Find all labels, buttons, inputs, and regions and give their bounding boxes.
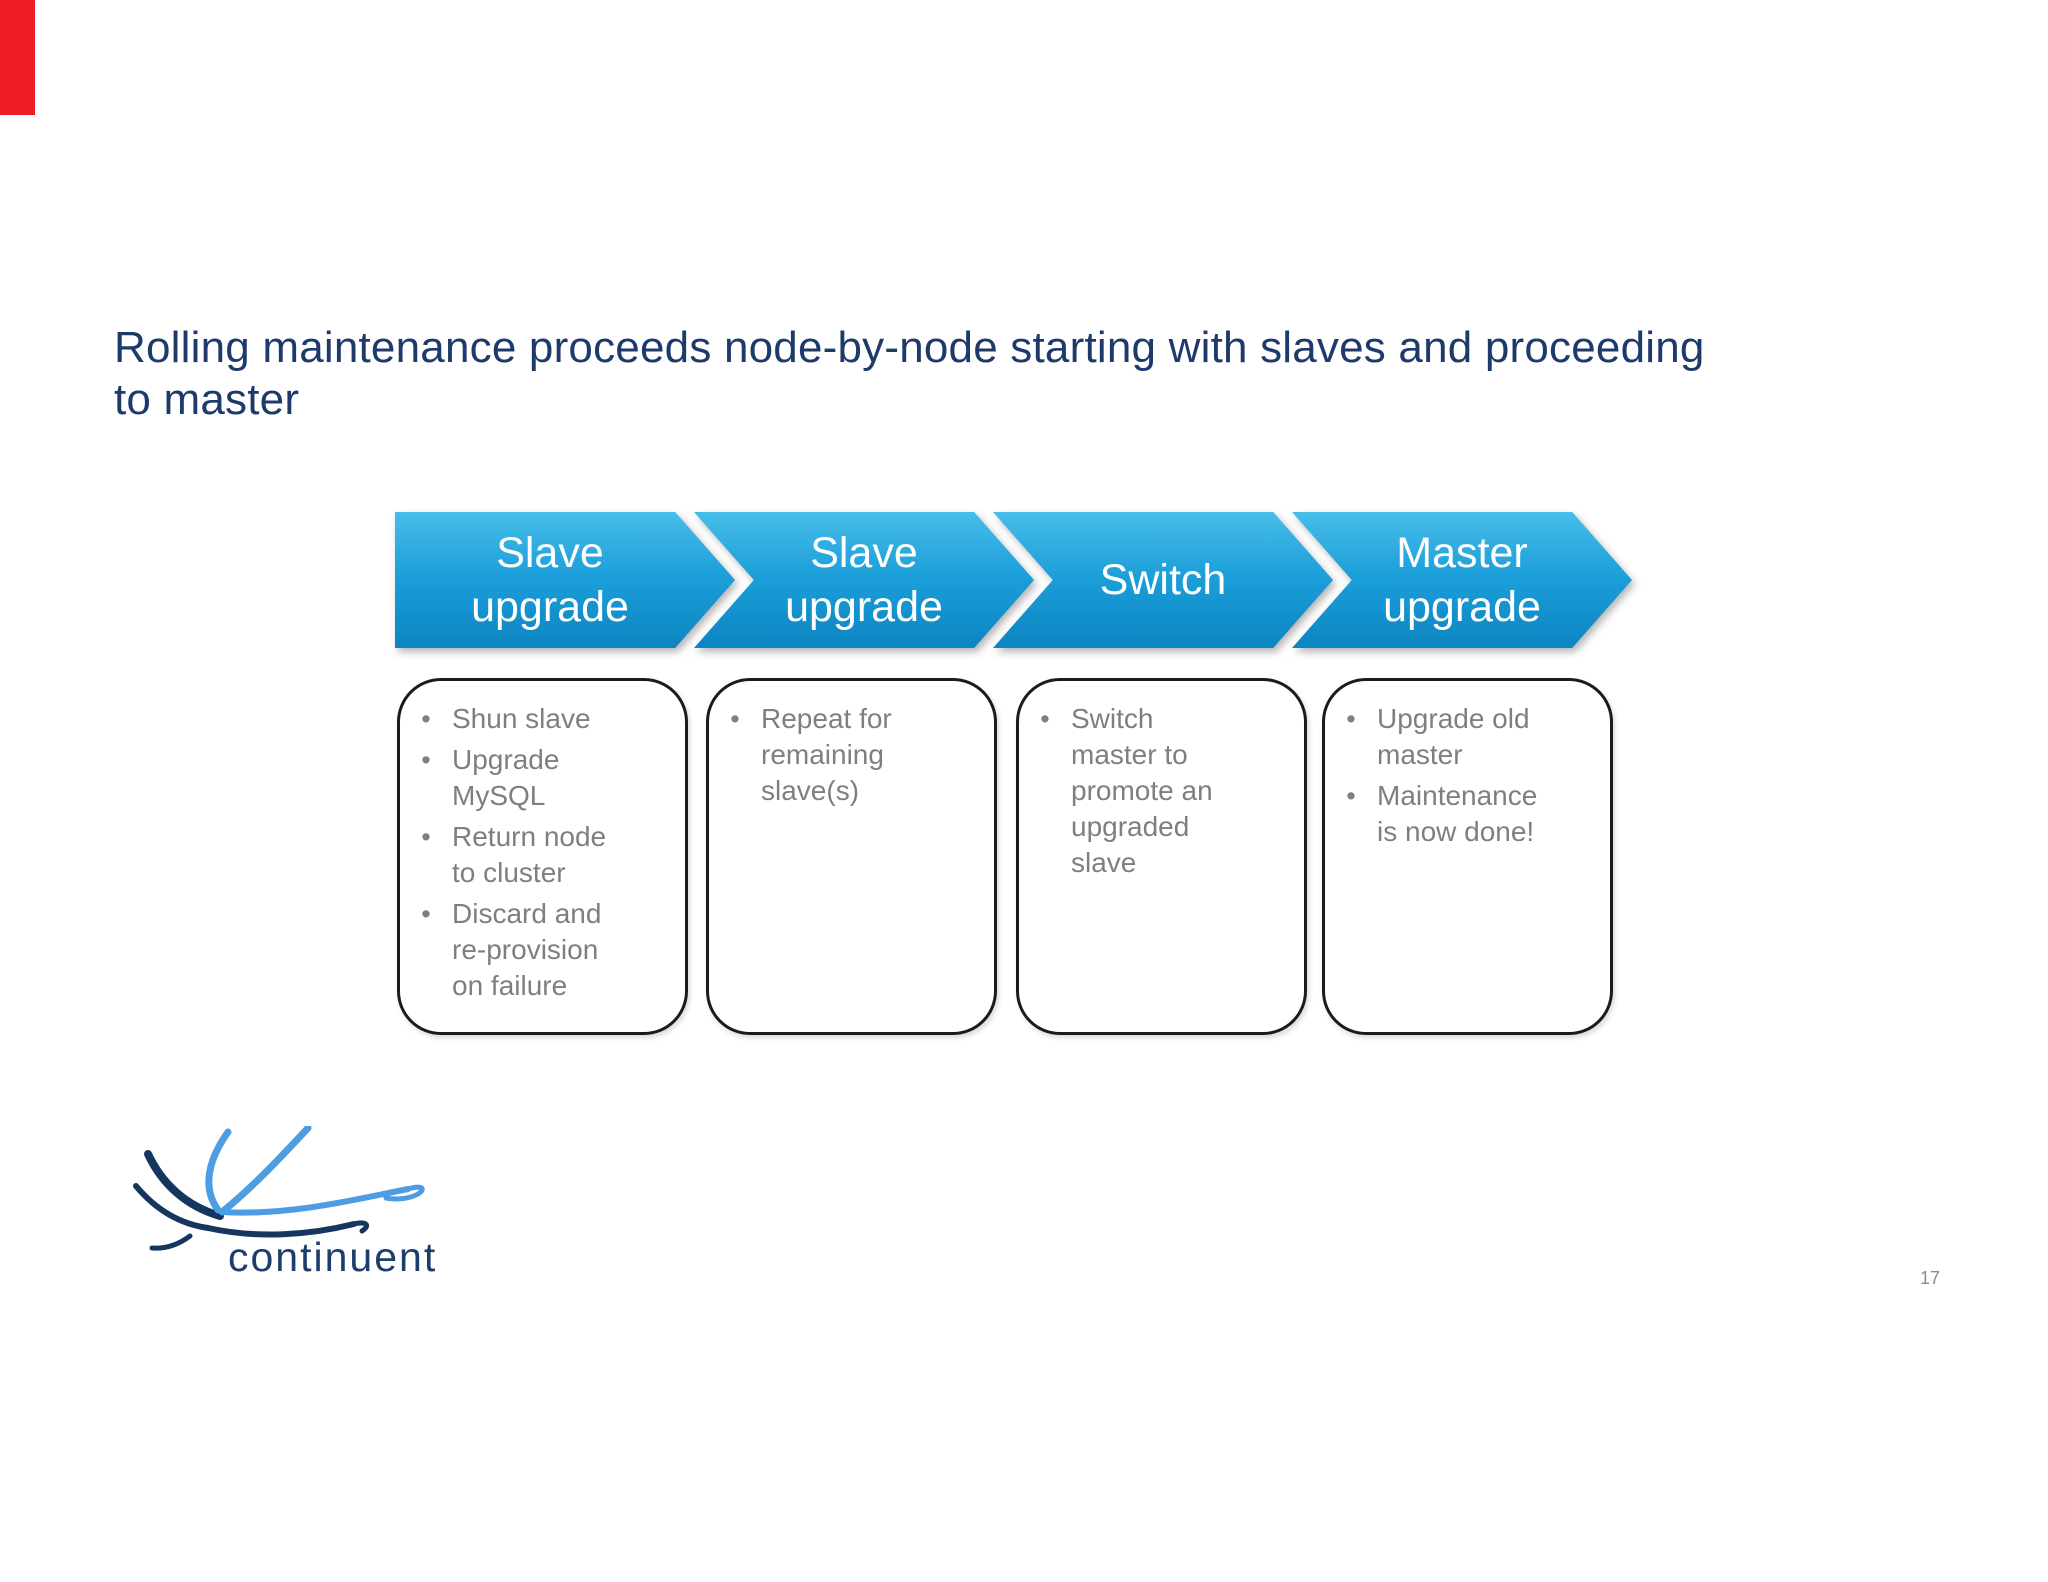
flow-step-arrow: Slave upgrade xyxy=(694,512,1034,648)
flow-step: Switch xyxy=(993,512,1333,648)
bullet-item: • Maintenance is now done! xyxy=(1325,778,1600,850)
bullet-list: • Shun slave • Upgrade MySQL • Return node to… xyxy=(400,701,675,1004)
bullet-item-text: Return node to cluster xyxy=(452,821,607,888)
bullet-list: • Switch master to promote an upgraded sl… xyxy=(1019,701,1294,881)
flow-step-detail-box: • Repeat for remaining slave(s) xyxy=(706,678,997,1035)
bullet-item-text: Upgrade MySQL xyxy=(452,744,560,811)
slide-title: Rolling maintenance proceeds node-by-nod… xyxy=(114,323,1705,424)
red-corner-marker xyxy=(0,0,35,115)
bullet-dot: • xyxy=(421,899,431,929)
bullet-dot: • xyxy=(421,745,431,775)
bullet-item: • Upgrade old master xyxy=(1325,701,1600,773)
flying-geese-icon xyxy=(133,1126,425,1251)
bullet-item: • Switch master to promote an upgraded sl… xyxy=(1019,701,1294,881)
bullet-item: • Upgrade MySQL xyxy=(400,742,675,814)
flow-step-label: Switch xyxy=(1099,556,1227,604)
flow-step-label: Slave upgrade xyxy=(471,529,629,631)
bullet-list: • Repeat for remaining slave(s) xyxy=(709,701,984,809)
flow-step-arrow: Master upgrade xyxy=(1292,512,1632,648)
continuent-logo: continuent xyxy=(128,1126,488,1286)
bullet-item-text: Switch master to promote an upgraded sla… xyxy=(1071,703,1213,878)
bullet-item-text: Repeat for remaining slave(s) xyxy=(761,703,892,806)
flow-step-detail-box: • Upgrade old master • Maintenance is now d… xyxy=(1322,678,1613,1035)
bullet-item-text: Upgrade old master xyxy=(1377,703,1530,770)
bullet-item: • Return node to cluster xyxy=(400,819,675,891)
bullet-item-text: Maintenance is now done! xyxy=(1377,780,1538,847)
flow-step: Master upgrade xyxy=(1292,512,1632,648)
flow-step-arrow: Slave upgrade xyxy=(395,512,735,648)
flow-step-detail-box: • Switch master to promote an upgraded sl… xyxy=(1016,678,1307,1035)
flow-step: Slave upgrade xyxy=(395,512,735,648)
flow-step: Slave upgrade xyxy=(694,512,1034,648)
bullet-dot: • xyxy=(421,822,431,852)
bullet-dot: • xyxy=(421,704,431,734)
bullet-dot: • xyxy=(1346,781,1356,811)
bullet-dot: • xyxy=(730,704,740,734)
bullet-dot: • xyxy=(1346,704,1356,734)
page-number: 17 xyxy=(1920,1268,1941,1288)
bullet-item-text: Shun slave xyxy=(452,703,591,734)
flow-step-arrow: Switch xyxy=(993,512,1333,648)
flow-step-detail-box: • Shun slave • Upgrade MySQL • Return node to… xyxy=(397,678,688,1035)
bullet-item-text: Discard and re-provision on failure xyxy=(452,898,602,1001)
process-flow-steps: Slave upgrade Slave upgrade Switch Master u… xyxy=(395,512,2035,648)
bullet-list: • Upgrade old master • Maintenance is now d… xyxy=(1325,701,1600,850)
bullet-item: • Discard and re-provision on failure xyxy=(400,896,675,1004)
bullet-item: • Repeat for remaining slave(s) xyxy=(709,701,984,809)
bullet-item: • Shun slave xyxy=(400,701,675,737)
logo-wordmark: continuent xyxy=(228,1234,438,1280)
flow-step-label: Master upgrade xyxy=(1383,529,1541,631)
bullet-dot: • xyxy=(1040,704,1050,734)
flow-step-label: Slave upgrade xyxy=(785,529,943,631)
